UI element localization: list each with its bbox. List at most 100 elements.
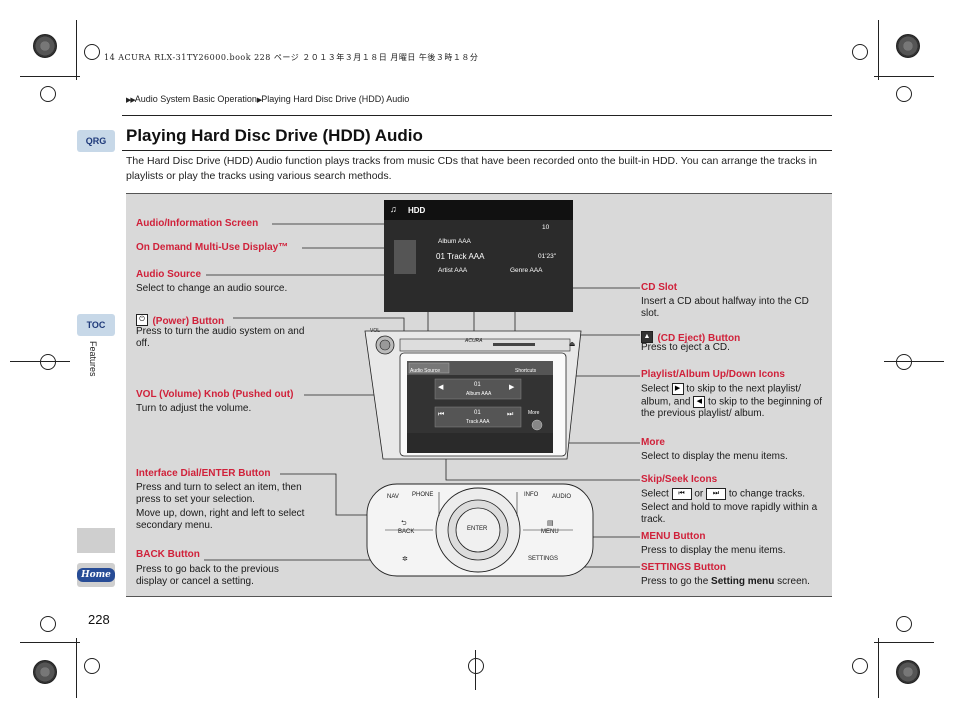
album-art — [394, 240, 416, 274]
phone-button[interactable]: PHONE — [412, 492, 434, 498]
callout-settings-desc: Press to go the Setting menu screen. — [641, 576, 831, 588]
callout-cd-eject-desc: Press to eject a CD. — [641, 342, 730, 353]
music-note-icon: ♫ — [390, 204, 397, 214]
audio-button[interactable]: AUDIO — [552, 494, 572, 500]
skip-desc-a: Select — [641, 488, 669, 500]
callout-vol-knob-label: VOL (Volume) Knob (Pushed out) — [136, 389, 294, 400]
callout-back-desc: Press to go back to the previous display… — [136, 564, 279, 587]
shortcuts-button[interactable]: Shortcuts — [515, 368, 537, 374]
center-console-unit — [364, 330, 582, 460]
callout-skip-seek-label: Skip/Seek Icons — [641, 474, 718, 485]
screen-header-bar — [384, 200, 573, 220]
settings-desc-a: Press to go the — [641, 576, 709, 587]
callout-skip-seek-desc2: Select and hold to move rapidly within a… — [641, 502, 818, 525]
track-number: 01 — [474, 410, 481, 416]
playlist-desc-c: to skip to the beginning of the previous… — [641, 396, 823, 420]
audio-source-button[interactable]: Audio Source — [410, 368, 441, 374]
more-button[interactable]: More — [528, 410, 540, 416]
intro-paragraph: The Hard Disc Drive (HDD) Audio function… — [126, 155, 817, 182]
enter-button[interactable]: ENTER — [467, 526, 488, 532]
brightness-icon: ✲ — [402, 556, 408, 563]
eject-icon: ▲ — [641, 330, 653, 343]
callout-playlist-desc: Select ▶ to skip to the next playlist/ a… — [641, 383, 829, 420]
console-brand: ACURA — [465, 338, 483, 344]
playlist-desc-b: to skip to the next playlist/ album, and — [641, 383, 801, 408]
callout-audio-source-label: Audio Source — [136, 269, 202, 280]
callout-audio-source-desc: Select to change an audio source. — [136, 283, 288, 294]
callout-menu-label: MENU Button — [641, 531, 706, 542]
callout-more-desc: Select to display the menu items. — [641, 451, 788, 462]
skip-forward-mini-icon: ⏭ — [706, 488, 727, 500]
vol-label: VOL — [370, 328, 381, 334]
callout-interface-dial-label: Interface Dial/ENTER Button — [136, 468, 271, 479]
callout-cd-slot-desc: Insert a CD about halfway into the CD sl… — [641, 296, 809, 319]
screen-genre: Genre AAA — [510, 267, 543, 274]
settings-desc-b: screen. — [777, 576, 810, 587]
playlist-up-icon[interactable]: ▶ — [509, 384, 515, 391]
home-icon: Home — [77, 568, 115, 582]
settings-button[interactable]: SETTINGS — [528, 556, 559, 562]
power-icon: ⏻ — [136, 313, 148, 326]
menu-button[interactable]: MENU — [541, 529, 559, 535]
callout-back-label: BACK Button — [136, 549, 200, 560]
album-name: Album AAA — [466, 391, 492, 397]
title-rule — [122, 150, 832, 151]
skip-desc-b: to change tracks. — [728, 488, 805, 500]
top-rule — [122, 115, 832, 116]
play-left-icon: ◀ — [693, 395, 706, 408]
callout-multi-use-display-label: On Demand Multi-Use Display™ — [136, 242, 289, 253]
breadcrumb-current: Playing Hard Disc Drive (HDD) Audio — [261, 94, 410, 104]
callout-menu-desc: Press to display the menu items. — [641, 545, 786, 556]
menu-icon: ▤ — [547, 520, 554, 527]
screen-album: Album AAA — [438, 238, 471, 245]
features-section-label: Features — [88, 341, 98, 377]
qrg-tab[interactable]: QRG — [77, 130, 115, 152]
callout-interface-dial-desc2: Move up, down, right and left to select … — [136, 508, 305, 531]
screen-artist: Artist AAA — [438, 267, 468, 274]
playlist-desc-a: Select — [641, 383, 669, 395]
skip-back-icon[interactable]: ⏮ — [438, 411, 445, 418]
page-title: Playing Hard Disc Drive (HDD) Audio — [126, 126, 423, 145]
home-tab[interactable]: Home — [77, 563, 115, 587]
info-button[interactable]: INFO — [524, 492, 539, 498]
back-icon: ⮌ — [401, 520, 407, 527]
screen-time: 01'23" — [538, 253, 557, 260]
album-number: 01 — [474, 382, 481, 388]
screen-count: 10 — [542, 224, 550, 231]
breadcrumb-link-audio-system[interactable]: Audio System Basic Operation — [134, 94, 257, 104]
screen-source-hdd: HDD — [408, 206, 426, 215]
skip-desc-or: or — [694, 488, 704, 500]
callout-audio-info-screen-label: Audio/Information Screen — [136, 218, 259, 229]
print-header: 14 ACURA RLX-31TY26000.book 228 ページ ２０１３… — [104, 53, 479, 62]
callout-power-label: (Power) Button — [152, 316, 225, 327]
callout-more-label: More — [641, 437, 665, 448]
track-name: Track AAA — [466, 419, 490, 425]
skip-forward-icon[interactable]: ⏭ — [507, 411, 514, 418]
index-tab[interactable] — [77, 528, 115, 553]
callout-power: ⏻ (Power) Button — [136, 311, 224, 329]
back-button[interactable]: BACK — [398, 529, 415, 535]
audio-information-screen: ♫ HDD 10 Album AAA 01 Track AAA 01'23" A… — [384, 200, 573, 312]
interface-dial-panel — [366, 483, 594, 577]
callout-settings-label: SETTINGS Button — [641, 562, 726, 573]
power-knob[interactable] — [376, 336, 394, 354]
callout-interface-dial-desc: Press and turn to select an item, then p… — [136, 482, 302, 505]
play-right-icon: ▶ — [671, 383, 684, 395]
skip-back-mini-icon: ⏮ — [671, 488, 692, 500]
eject-button[interactable]: ⏏ — [568, 341, 576, 348]
callout-cd-slot-label: CD Slot — [641, 282, 678, 293]
callout-cd-eject-label: (CD Eject) Button — [657, 333, 741, 344]
breadcrumb: ▶▶Audio System Basic Operation▶Playing H… — [126, 94, 409, 104]
callout-cd-eject: ▲ (CD Eject) Button — [641, 328, 740, 346]
settings-desc-bold: Setting menu — [711, 576, 775, 587]
breadcrumb-arrow-icon: ▶▶ — [126, 97, 136, 104]
callout-skip-seek-desc: Select ⏮ or ⏭ to change tracks. — [641, 488, 829, 501]
screen-track: 01 Track AAA — [436, 252, 485, 261]
nav-button[interactable]: NAV — [387, 494, 399, 500]
toc-tab[interactable]: TOC — [77, 314, 115, 336]
breadcrumb-arrow-icon: ▶ — [256, 97, 262, 104]
callout-playlist-label: Playlist/Album Up/Down Icons — [641, 369, 785, 380]
playlist-down-icon[interactable]: ◀ — [438, 384, 444, 391]
callout-vol-knob-desc: Turn to adjust the volume. — [136, 403, 252, 414]
callout-power-desc: Press to turn the audio system on and of… — [136, 326, 305, 349]
